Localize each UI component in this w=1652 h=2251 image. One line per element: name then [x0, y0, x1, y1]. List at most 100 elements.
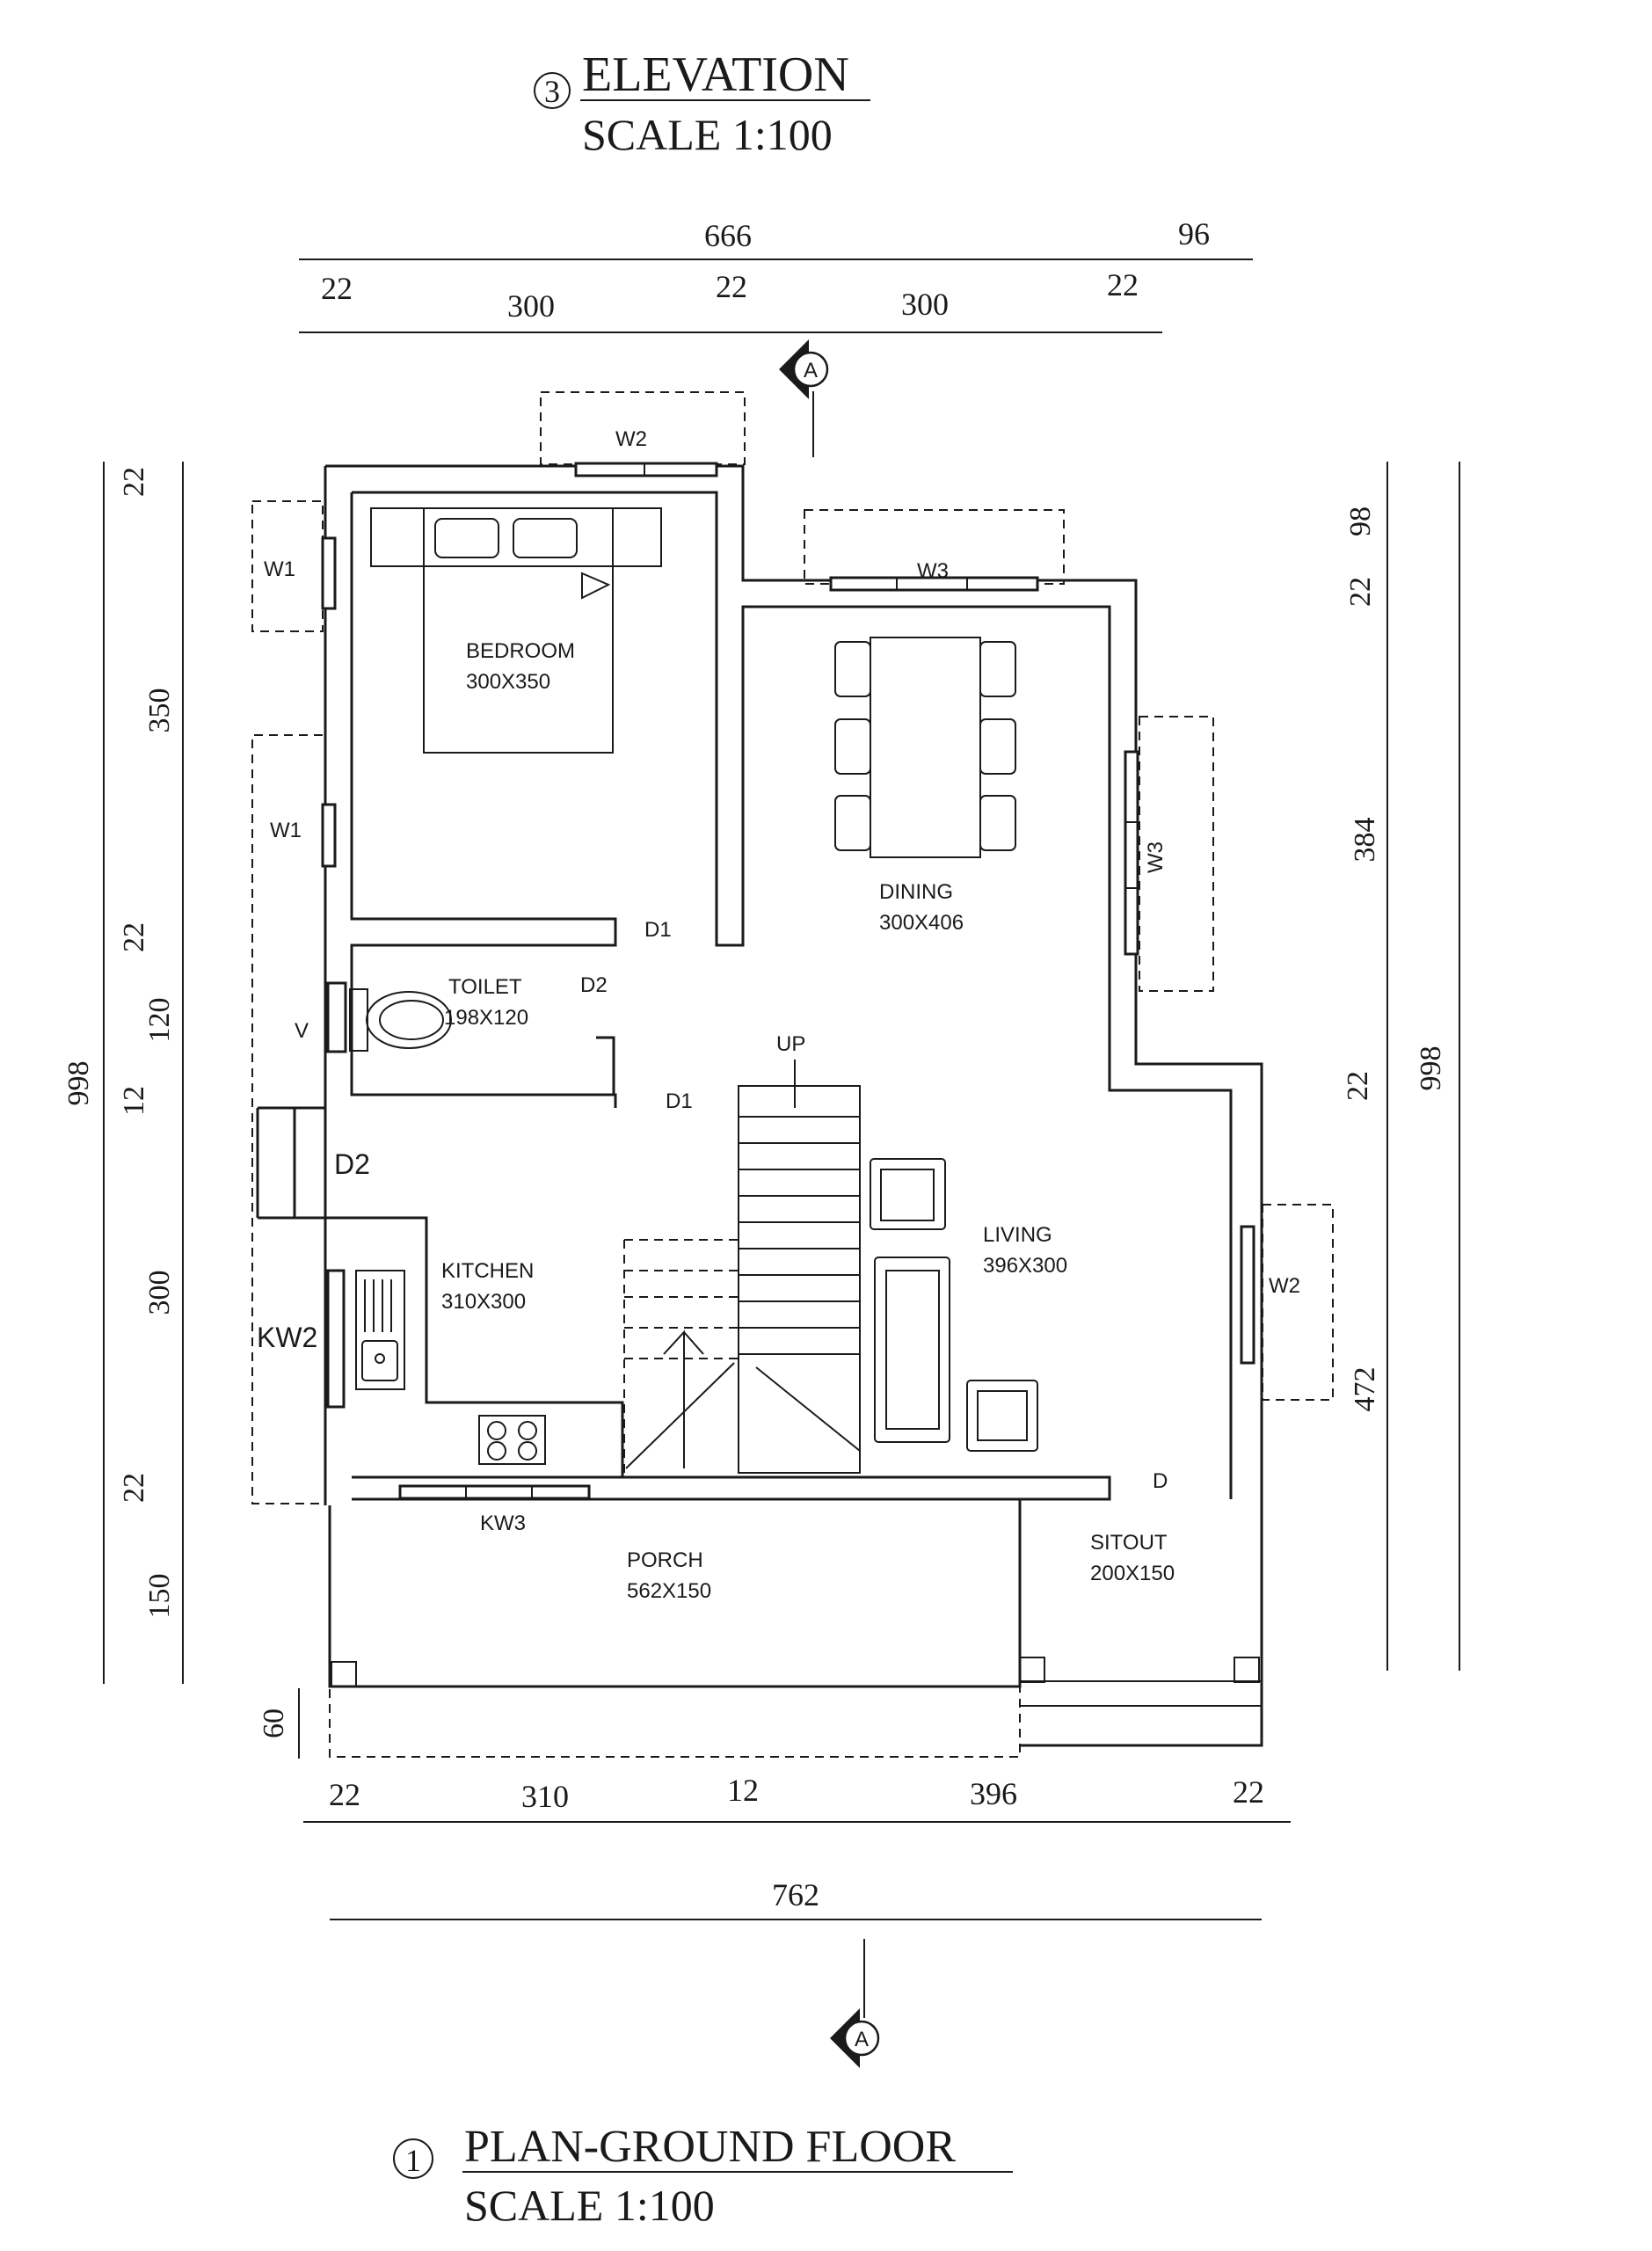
- dining-table: [870, 637, 981, 858]
- dim-bottom-seg: 310: [521, 1779, 569, 1814]
- plan-number: 1: [405, 2143, 421, 2178]
- plan-title: PLAN-GROUND FLOOR: [464, 2122, 956, 2172]
- dim-bottom-seg: 396: [970, 1776, 1017, 1811]
- dining-chair: [979, 795, 1016, 851]
- label-d2-toilet: D2: [580, 973, 608, 997]
- sink-drain: [375, 1353, 385, 1364]
- dim-left-seg: 22: [118, 922, 150, 952]
- window-w3-top: [829, 576, 1039, 592]
- windows: [321, 462, 1255, 1500]
- room-porch-name: PORCH: [627, 1548, 703, 1572]
- room-dining-name: DINING: [879, 880, 953, 904]
- kitchen-fixtures: [355, 1270, 546, 1465]
- window-w3-right: [1124, 750, 1139, 956]
- dim-bottom-seg: 22: [329, 1777, 360, 1812]
- d2-opening-walls: [256, 1106, 296, 1220]
- dimensions-right: 998 98 22 384 22 472: [1342, 462, 1460, 1671]
- dining-furniture: [834, 637, 1016, 858]
- elevation-number: 3: [544, 74, 560, 109]
- room-labels: BEDROOM 300X350 DINING 300X406 TOILET 19…: [441, 639, 1175, 1603]
- section-marker-bottom: A: [830, 1939, 880, 2068]
- label-d1-lower: D1: [666, 1089, 693, 1113]
- room-bedroom-name: BEDROOM: [466, 639, 575, 663]
- plan-heading: 1 PLAN-GROUND FLOOR SCALE 1:100: [393, 2122, 1013, 2230]
- room-dining-size: 300X406: [879, 911, 964, 935]
- room-toilet-name: TOILET: [448, 975, 522, 999]
- window-v: [326, 981, 347, 1053]
- stair-flight-right: [738, 1085, 861, 1474]
- dim-bottom-seg: 12: [727, 1773, 759, 1808]
- dining-chair: [979, 641, 1016, 697]
- armchair-bottom: [966, 1380, 1038, 1452]
- dining-chair: [834, 718, 871, 775]
- label-w2-top: W2: [615, 427, 647, 451]
- label-kw3: KW3: [480, 1512, 526, 1535]
- burner: [518, 1441, 537, 1461]
- label-w2-right: W2: [1269, 1274, 1300, 1298]
- section-circle-top: [792, 351, 829, 388]
- elevation-title: ELEVATION: [582, 47, 849, 102]
- dim-bottom-overall: 762: [772, 1877, 819, 1912]
- room-porch-size: 562X150: [627, 1579, 711, 1603]
- dim-top-seg: 300: [507, 288, 555, 324]
- toilet-bowl: [366, 991, 452, 1049]
- inner-wall-left: [350, 492, 617, 1108]
- section-label-top: A: [804, 359, 818, 382]
- dining-chair: [979, 718, 1016, 775]
- window-kw2: [326, 1269, 346, 1409]
- dim-right-seg: 384: [1349, 818, 1381, 863]
- stair-cut-line: [755, 1366, 861, 1452]
- plan-number-circle: [393, 2138, 433, 2179]
- pillow-left: [434, 518, 499, 558]
- stair-lower-flight-dashed: [623, 1239, 739, 1477]
- cooktop: [478, 1415, 546, 1465]
- dim-left-seg: 22: [118, 467, 150, 497]
- porch-column-right: [1234, 1657, 1260, 1683]
- room-kitchen-size: 310X300: [441, 1290, 526, 1314]
- armchair-top-seat: [880, 1169, 935, 1221]
- label-w1-upper: W1: [264, 557, 295, 581]
- label-w1-lower: W1: [270, 819, 302, 842]
- armchair-top: [870, 1158, 946, 1230]
- window-w2-right: [1240, 1225, 1255, 1365]
- dim-bottom-seg: 22: [1233, 1774, 1264, 1810]
- label-d-main: D: [1153, 1469, 1168, 1493]
- dim-left-seg: 150: [143, 1574, 176, 1619]
- window-w1-lower: [321, 803, 337, 868]
- room-kitchen-name: KITCHEN: [441, 1259, 534, 1283]
- dining-chair: [834, 641, 871, 697]
- plinth-step-dashed: [329, 1686, 1021, 1758]
- dim-right-seg: 22: [1344, 577, 1377, 607]
- projections: [251, 391, 1334, 1758]
- armchair-bottom-seat: [977, 1390, 1028, 1441]
- bed-sheet-fold: [581, 572, 611, 600]
- sofa-seat: [885, 1270, 940, 1430]
- plan-scale: SCALE 1:100: [464, 2181, 715, 2230]
- window-w1-upper: [321, 536, 337, 610]
- living-furniture: [870, 1158, 1038, 1452]
- porch-outline: [328, 1499, 1022, 1688]
- sink-bowl: [361, 1340, 398, 1381]
- dim-top-seg: 22: [321, 271, 353, 306]
- bed-frame: [423, 507, 614, 754]
- sofa: [874, 1257, 950, 1443]
- staircase: [623, 1060, 861, 1477]
- opening-labels: W2 W1 W3 W1 W3 D1 D2 V UP D1 D2 W2 KW2 K…: [257, 427, 1300, 1535]
- dim-right-seg: 98: [1344, 506, 1377, 536]
- stair-landing-arrow: [625, 1329, 735, 1469]
- dim-left-plinth: 60: [258, 1708, 290, 1738]
- dim-top-seg: 22: [1107, 267, 1139, 302]
- label-v: V: [295, 1019, 309, 1043]
- dim-right-overall: 998: [1415, 1046, 1447, 1091]
- inner-wall-line: [352, 491, 1233, 1499]
- label-d2-left: D2: [334, 1148, 370, 1180]
- label-w3-right: W3: [1144, 841, 1168, 873]
- room-living-size: 396X300: [983, 1254, 1067, 1278]
- label-up: UP: [776, 1032, 805, 1056]
- label-w3-top: W3: [917, 559, 949, 583]
- dim-right-seg: 22: [1342, 1071, 1374, 1101]
- section-marker-top: A: [779, 339, 829, 457]
- dim-left-seg: 22: [118, 1473, 150, 1503]
- dim-left-seg: 350: [143, 688, 176, 733]
